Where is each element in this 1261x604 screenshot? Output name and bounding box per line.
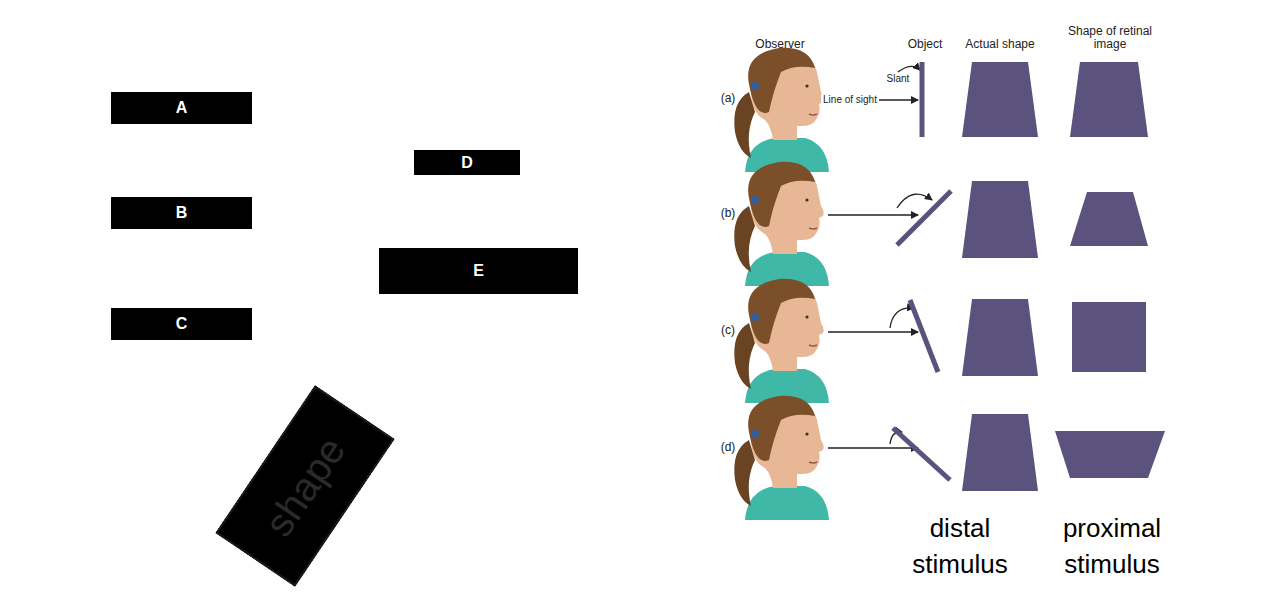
row-label: (c) <box>721 324 735 337</box>
row-label: (a) <box>721 92 736 105</box>
rotated-shape-box: shape <box>215 385 394 586</box>
box-letter: A <box>176 99 188 117</box>
watermark-text: shape <box>256 428 354 544</box>
box-letter: D <box>461 154 473 172</box>
column-header: Shape of retinal image <box>1065 25 1155 51</box>
letter-box: D <box>414 150 520 175</box>
box-letter: B <box>176 204 188 222</box>
column-header: Actual shape <box>965 38 1034 51</box>
caption-label: proximal stimulus <box>1037 510 1187 583</box>
letter-box: A <box>111 92 252 124</box>
column-header: Observer <box>755 38 804 51</box>
letter-box: E <box>379 248 578 294</box>
box-letter: E <box>473 262 484 280</box>
row-label: (d) <box>721 441 736 454</box>
line-of-sight-label: Line of sight <box>821 94 879 105</box>
letter-box: C <box>111 308 252 340</box>
letter-box: B <box>111 197 252 229</box>
slant-label: Slant <box>887 73 910 84</box>
row-label: (b) <box>721 207 736 220</box>
box-letter: C <box>176 315 188 333</box>
caption-label: distal stimulus <box>895 510 1025 583</box>
column-header: Object <box>908 38 943 51</box>
